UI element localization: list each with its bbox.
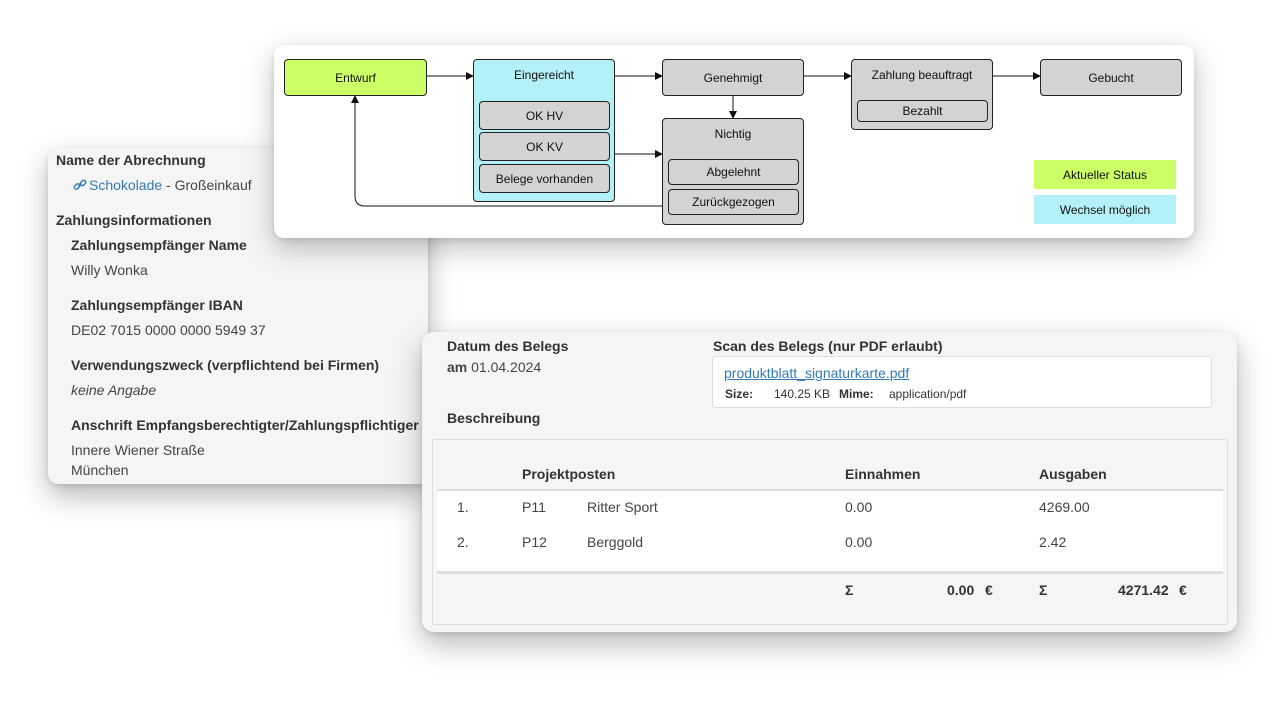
substatus-ok-kv-label: OK KV — [526, 139, 563, 154]
row-einnahmen: 0.00 — [845, 534, 873, 550]
datum-label: Datum des Belegs — [447, 338, 569, 354]
row-name: Ritter Sport — [587, 499, 658, 515]
einnahmen-sum: 0.00 — [947, 582, 975, 598]
status-gebucht[interactable]: Gebucht — [1040, 59, 1182, 96]
link-icon — [73, 179, 87, 190]
table-body — [437, 490, 1223, 573]
abrechnung-link-text[interactable]: Schokolade — [89, 177, 163, 193]
row-ausgaben: 4269.00 — [1039, 499, 1090, 515]
status-diagram-panel: Entwurf Eingereicht OK HV OK KV Belege v… — [274, 45, 1194, 238]
substatus-ok-kv: OK KV — [479, 132, 610, 161]
substatus-zurueckgezogen-label: Zurückgezogen — [692, 195, 775, 209]
anschrift-line-2: München — [71, 462, 129, 478]
projektposten-table: Projektposten Einnahmen Ausgaben 1. P11 … — [432, 439, 1228, 625]
file-size-value: 140.25 KB — [774, 387, 831, 401]
substatus-bezahlt-label: Bezahlt — [902, 104, 943, 118]
substatus-belege-label: Belege vorhanden — [495, 171, 594, 186]
beschreibung-label: Beschreibung — [447, 410, 541, 426]
status-zahlung-beauftragt[interactable]: Zahlung beauftragt Bezahlt — [851, 59, 993, 130]
abrechnung-link[interactable]: Schokolade — [73, 177, 162, 193]
substatus-abgelehnt-label: Abgelehnt — [706, 165, 761, 179]
legend-wechsel-moeglich-label: Wechsel möglich — [1059, 202, 1151, 217]
substatus-ok-hv: OK HV — [479, 101, 610, 130]
legend-wechsel-moeglich: Wechsel möglich — [1034, 195, 1176, 224]
einnahmen-sigma: Σ — [845, 582, 854, 598]
row-einnahmen: 0.00 — [845, 499, 873, 515]
file-mime-value: application/pdf — [889, 387, 967, 401]
abrechnung-name-suffix: - Großeinkauf — [162, 177, 252, 193]
row-number: 1. — [457, 499, 469, 515]
status-gebucht-label: Gebucht — [1088, 70, 1134, 85]
scan-label: Scan des Belegs (nur PDF erlaubt) — [713, 338, 943, 354]
einnahmen-currency: € — [985, 582, 993, 598]
status-nichtig-label: Nichtig — [714, 127, 752, 141]
row-ausgaben: 2.42 — [1039, 534, 1067, 550]
status-nichtig[interactable]: Nichtig Abgelehnt Zurückgezogen — [662, 118, 804, 225]
name-der-abrechnung-label: Name der Abrechnung — [56, 152, 206, 168]
header-projektposten: Projektposten — [522, 466, 616, 482]
status-diagram-arrows — [351, 72, 1041, 207]
status-entwurf[interactable]: Entwurf — [284, 59, 427, 96]
datum-prefix: am — [447, 359, 468, 375]
file-size-label: Size: — [725, 387, 754, 401]
legend-aktueller-status-label: Aktueller Status — [1062, 167, 1148, 182]
file-mime-label: Mime: — [839, 387, 874, 401]
status-genehmigt-label: Genehmigt — [703, 70, 763, 85]
status-eingereicht[interactable]: Eingereicht OK HV OK KV Belege vorhanden — [473, 59, 615, 202]
substatus-belege-vorhanden: Belege vorhanden — [479, 164, 610, 193]
header-ausgaben: Ausgaben — [1039, 466, 1107, 482]
verwendungszweck-value: keine Angabe — [71, 382, 157, 398]
datum-row: am 01.04.2024 — [447, 359, 541, 375]
substatus-bezahlt: Bezahlt — [857, 100, 988, 122]
row-code: P12 — [522, 534, 547, 550]
legend-aktueller-status: Aktueller Status — [1034, 160, 1176, 189]
anschrift-line-1: Innere Wiener Straße — [71, 442, 205, 458]
empfaenger-name-value: Willy Wonka — [71, 262, 148, 278]
empfaenger-iban-value: DE02 7015 0000 0000 5949 37 — [71, 322, 266, 338]
row-number: 2. — [457, 534, 469, 550]
arrow-nichtig-entwurf — [351, 95, 662, 207]
status-eingereicht-label: Eingereicht — [513, 68, 575, 82]
empfaenger-iban-label: Zahlungsempfänger IBAN — [71, 297, 243, 313]
ausgaben-sum: 4271.42 — [1118, 582, 1169, 598]
ausgaben-currency: € — [1179, 582, 1187, 598]
file-name-link[interactable]: produktblatt_signaturkarte.pdf — [724, 365, 910, 381]
status-zahlung-label: Zahlung beauftragt — [871, 68, 973, 82]
row-name: Berggold — [587, 534, 644, 550]
verwendungszweck-label: Verwendungszweck (verpflichtend bei Firm… — [71, 357, 380, 373]
empfaenger-name-label: Zahlungsempfänger Name — [71, 237, 247, 253]
substatus-zurueckgezogen: Zurückgezogen — [668, 189, 799, 215]
row-code: P11 — [522, 499, 546, 515]
substatus-abgelehnt: Abgelehnt — [668, 159, 799, 185]
table-header-divider — [437, 489, 1223, 491]
beleg-panel: Datum des Belegs am 01.04.2024 Scan des … — [422, 332, 1237, 632]
substatus-ok-hv-label: OK HV — [525, 108, 564, 123]
ausgaben-sigma: Σ — [1039, 582, 1048, 598]
anschrift-label: Anschrift Empfangsberechtigter/Zahlungsp… — [71, 417, 419, 433]
file-box: produktblatt_signaturkarte.pdf Size: 140… — [712, 356, 1212, 408]
abrechnung-name: Schokolade - Großeinkauf — [73, 177, 252, 193]
table-footer-divider — [437, 571, 1223, 574]
header-einnahmen: Einnahmen — [845, 466, 921, 482]
status-entwurf-label: Entwurf — [335, 70, 376, 85]
status-genehmigt[interactable]: Genehmigt — [662, 59, 804, 96]
zahlungsinformationen-title: Zahlungsinformationen — [56, 212, 212, 228]
datum-value: 01.04.2024 — [471, 359, 542, 375]
